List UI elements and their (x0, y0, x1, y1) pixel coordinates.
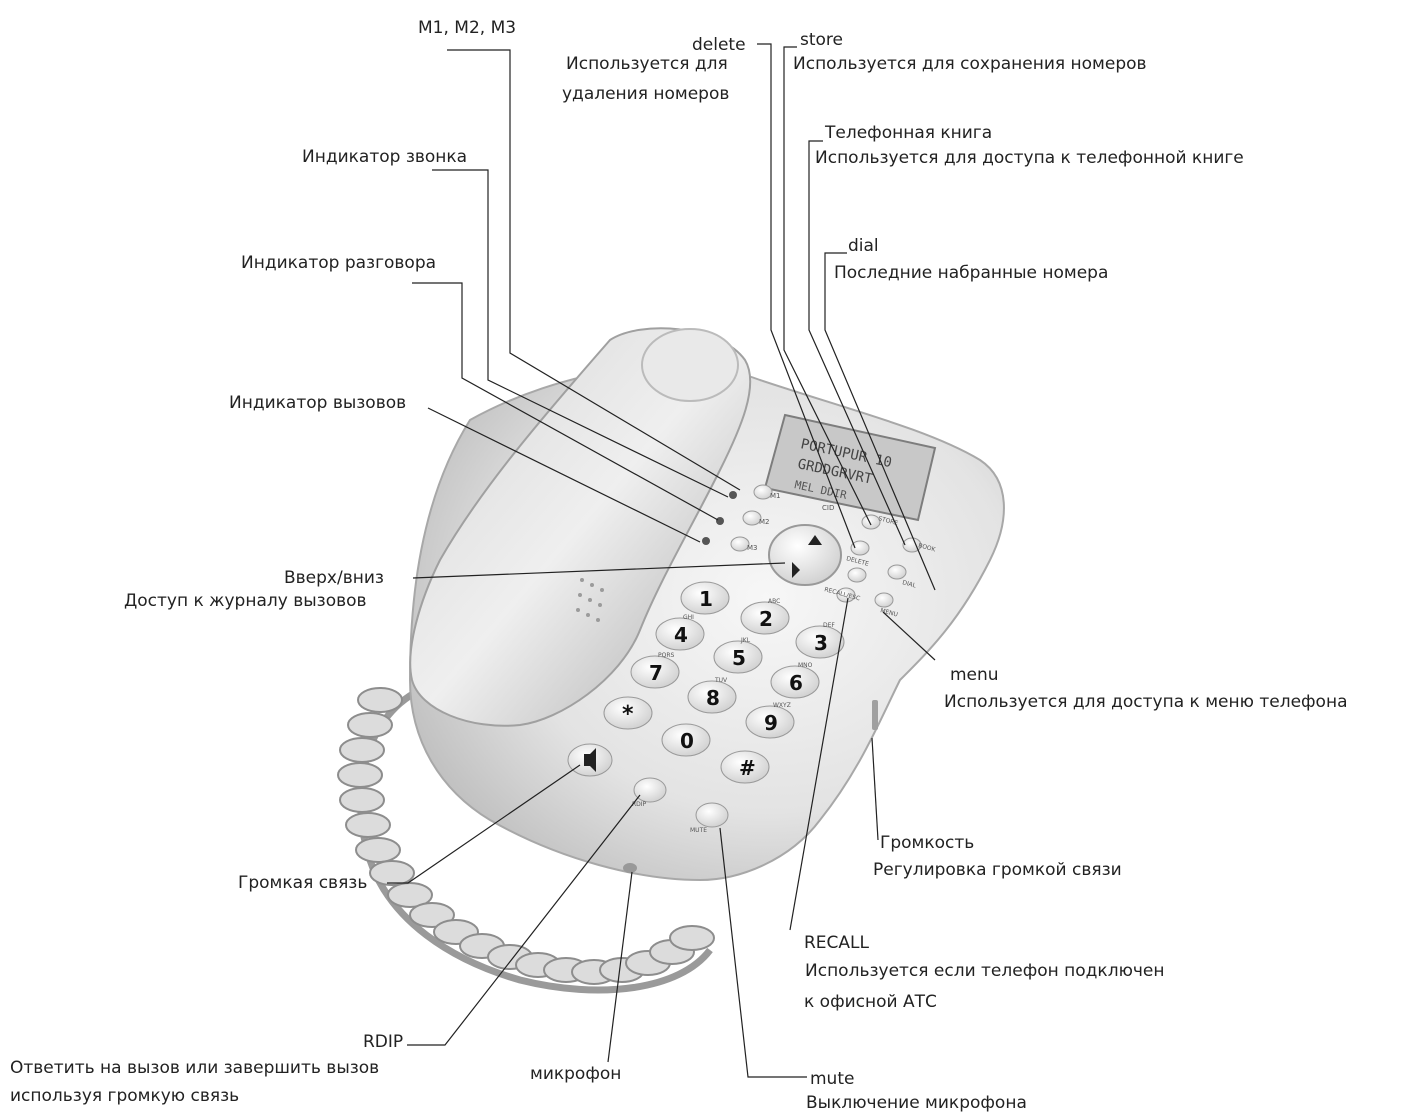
m1-key-label: M1 (770, 492, 781, 500)
key-digit: 3 (814, 631, 828, 655)
talk-indicator-label: Индикатор разговора (241, 251, 436, 275)
menu-button[interactable] (875, 593, 893, 607)
led-talk (716, 517, 724, 525)
key[interactable]: # (721, 751, 769, 783)
volume-title: Громкость (880, 831, 974, 855)
rdip-desc-line1: Ответить на вызов или завершить вызов (10, 1056, 379, 1080)
key-letters: DEF (823, 622, 835, 629)
delete-desc-line1: Используется для (566, 52, 728, 76)
key-letters: JKL (740, 637, 751, 644)
m123-label: M1, M2, M3 (418, 16, 516, 40)
updown-desc: Доступ к журналу вызовов (124, 589, 367, 613)
dial-button[interactable] (888, 565, 906, 579)
recall-desc-line2: к офисной АТС (804, 990, 937, 1014)
key-digit: 1 (699, 587, 713, 611)
calls-indicator-label: Индикатор вызовов (229, 391, 406, 415)
key-letters: PQRS (658, 652, 675, 659)
key-letters: ABC (768, 598, 780, 605)
key-letters: TUV (714, 677, 728, 684)
rdip-button[interactable] (634, 778, 666, 802)
mute-desc: Выключение микрофона (806, 1091, 1027, 1115)
recall-button[interactable] (848, 568, 866, 582)
led-ring (729, 491, 737, 499)
key-digit: 2 (759, 607, 773, 631)
cid-label: CID (822, 504, 834, 512)
mute-key-label: MUTE (690, 827, 707, 834)
store-desc: Используется для сохранения номеров (793, 52, 1147, 76)
key-digit: 0 (680, 729, 694, 753)
key-digit: 6 (789, 671, 803, 695)
recall-title: RECALL (804, 931, 869, 955)
microphone-hole (623, 863, 637, 873)
phonebook-desc: Используется для доступа к телефонной кн… (815, 146, 1244, 170)
key-digit: 9 (764, 711, 778, 735)
store-button[interactable] (862, 515, 880, 529)
menu-desc: Используется для доступа к меню телефона (944, 690, 1348, 714)
key-digit: # (739, 756, 756, 780)
mute-title: mute (810, 1067, 854, 1091)
key-digit: 4 (674, 623, 688, 647)
recall-desc-line1: Используется если телефон подключен (805, 959, 1165, 983)
key-letters: WXYZ (773, 702, 791, 709)
volume-slider[interactable] (872, 700, 878, 730)
menu-title: menu (950, 663, 999, 687)
dial-desc: Последние набранные номера (834, 261, 1108, 285)
led-calls (702, 537, 710, 545)
m3-key-label: M3 (747, 544, 758, 552)
delete-desc-line2: удаления номеров (562, 82, 729, 106)
key-digit: 8 (706, 686, 720, 710)
key[interactable]: 1 (681, 582, 729, 614)
updown-title: Вверх/вниз (284, 566, 384, 590)
key-letters: GHI (683, 614, 694, 621)
key[interactable]: 0 (662, 724, 710, 756)
volume-desc: Регулировка громкой связи (873, 858, 1122, 882)
ring-indicator-label: Индикатор звонка (302, 145, 467, 169)
mic-label: микрофон (530, 1062, 621, 1086)
rdip-title: RDIP (363, 1030, 403, 1054)
key-digit: 5 (732, 646, 746, 670)
key[interactable]: * (604, 697, 652, 729)
key-digit: * (622, 702, 634, 727)
key-letters: MNO (798, 662, 813, 669)
m2-key-label: M2 (759, 518, 770, 526)
dial-title: dial (848, 234, 879, 258)
speaker-label: Громкая связь (238, 871, 367, 895)
store-title: store (800, 28, 843, 52)
phonebook-title: Телефонная книга (825, 121, 992, 145)
key-digit: 7 (649, 661, 663, 685)
handset-earpiece (642, 329, 738, 401)
mute-button[interactable] (696, 803, 728, 827)
rdip-desc-line2: используя громкую связь (10, 1084, 239, 1108)
